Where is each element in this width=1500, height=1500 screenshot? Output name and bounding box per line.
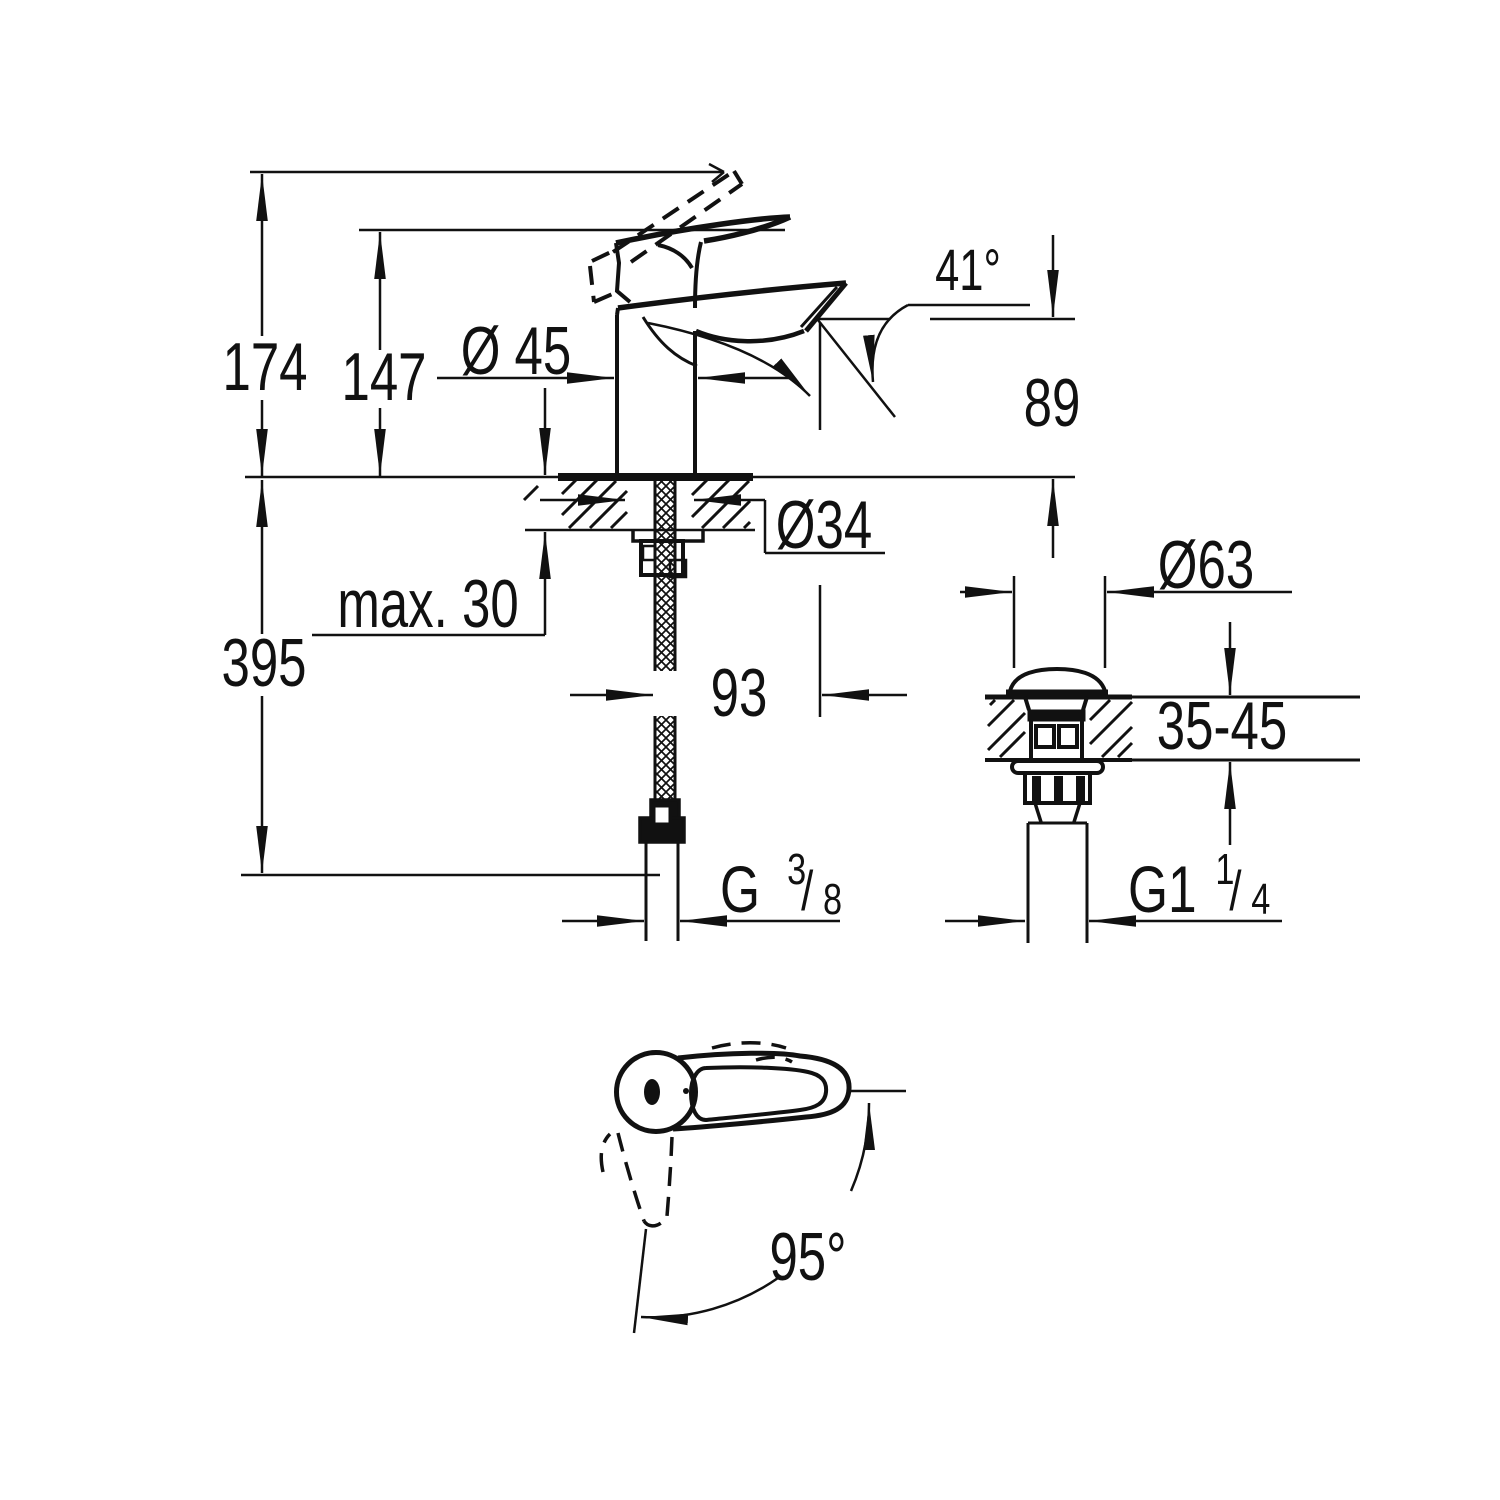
thread-waste-sub: 4 — [1251, 875, 1270, 924]
thread-waste-sup: 1 — [1215, 845, 1234, 894]
faucet-front-view — [588, 169, 848, 476]
thread-supply-sup: 3 — [787, 845, 806, 894]
handle-raised-position — [588, 169, 744, 304]
dia-base-label: Ø 45 — [461, 313, 572, 389]
handle-mark — [644, 1079, 660, 1105]
sink-hatching — [986, 698, 1134, 759]
dim-spout-reach-label: 93 — [711, 655, 768, 731]
handle-top-view — [599, 1041, 906, 1334]
angle-spout-label: 41° — [935, 238, 1001, 302]
supply-hose — [638, 480, 686, 941]
dim-spout-height-label: 89 — [1024, 365, 1081, 441]
thread-supply-label: G 3 / 8 — [720, 845, 842, 927]
dimension-labels: 174 147 Ø 45 41° 89 Ø34 max. 30 395 93 Ø… — [221, 238, 1287, 1295]
thread-supply-sub: 8 — [823, 875, 842, 924]
dia-hole-label: Ø34 — [776, 487, 872, 563]
angle-handle-label: 95° — [769, 1219, 846, 1295]
swivel-angle-annotation — [632, 1089, 906, 1334]
counter-cross-section — [522, 473, 755, 579]
dim-waste-deck-label: 35-45 — [1157, 688, 1287, 764]
dim-counter-thickness-label: max. 30 — [337, 566, 518, 642]
thread-supply-main: G — [720, 852, 760, 927]
dim-body-height-label: 147 — [341, 339, 426, 415]
popup-waste-assembly — [985, 666, 1360, 943]
dimension-lines — [241, 162, 1292, 927]
thread-waste-label: G1 1 / 4 — [1128, 845, 1270, 927]
thread-supply-slash: / — [801, 860, 813, 922]
thread-waste-main: G1 — [1128, 852, 1197, 927]
hose-end-fitting — [638, 798, 686, 844]
handle-rotated-position — [599, 1041, 793, 1228]
dim-total-height-label: 174 — [222, 329, 307, 405]
dia-waste-cap-label: Ø63 — [1158, 527, 1254, 603]
waste-body — [1006, 666, 1108, 943]
dim-hose-length-label: 395 — [221, 625, 306, 701]
deck-hatching — [522, 478, 752, 530]
thread-waste-slash: / — [1229, 860, 1241, 922]
